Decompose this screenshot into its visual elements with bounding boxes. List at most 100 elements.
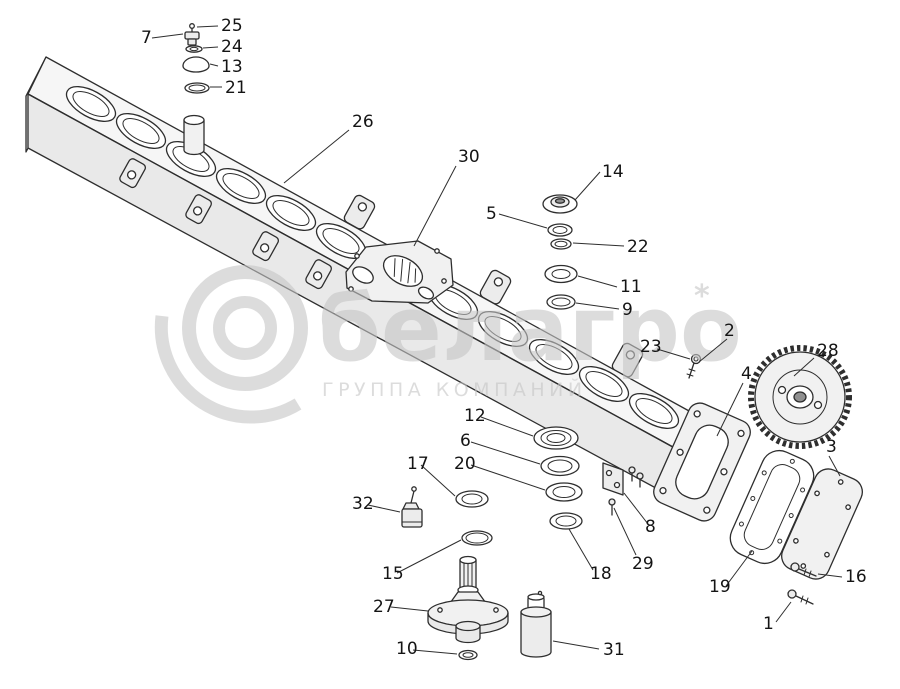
callout-label-16: 16 [845, 567, 867, 587]
part-ring-5 [547, 223, 573, 237]
part-bottle-32 [401, 486, 423, 528]
part-washer-24 [185, 45, 203, 53]
part-ring-20 [545, 482, 583, 502]
callout-label-7: 7 [141, 28, 152, 48]
part-bearing-11 [544, 264, 578, 284]
callout-label-11: 11 [620, 277, 642, 297]
watermark-subtitle-text: ГРУППА КОМПАНИЙ [322, 378, 587, 401]
callout-label-6: 6 [460, 431, 471, 451]
callout-32: 32 [352, 494, 401, 514]
callout-20: 20 [454, 454, 546, 491]
mount-tab-lower [305, 259, 332, 290]
part-bolt-16 [790, 562, 817, 578]
mount-tab-lower [252, 231, 279, 262]
callout-1: 1 [763, 601, 792, 634]
callouts: 25 7 24 13 21 26 30 14 5 22 11 9 2 23 4 … [141, 16, 867, 660]
top-plate-30 [345, 240, 454, 304]
callout-label-28: 28 [817, 341, 839, 361]
part-cap-14 [542, 194, 578, 214]
mount-tab-upper [479, 269, 512, 305]
callout-15: 15 [382, 539, 462, 584]
callout-label-23: 23 [640, 337, 662, 357]
part-ring-21 [184, 82, 210, 94]
callout-label-29: 29 [632, 554, 654, 574]
callout-4: 4 [716, 364, 752, 437]
callout-9: 9 [575, 300, 633, 320]
callout-label-32: 32 [352, 494, 374, 514]
watermark: белагро * ГРУППА КОМПАНИЙ [154, 265, 742, 424]
part-bolt-1 [787, 589, 814, 605]
callout-23: 23 [640, 337, 691, 360]
callout-3: 3 [826, 437, 841, 477]
part-spray-can-31 [520, 590, 552, 658]
callout-25: 25 [196, 16, 243, 36]
callout-label-13: 13 [221, 57, 243, 77]
callout-label-14: 14 [602, 162, 624, 182]
callout-2: 2 [698, 321, 735, 363]
part-ring-22 [550, 238, 572, 250]
watermark-swoosh [154, 315, 302, 424]
watermark-asterisk: * [694, 279, 710, 314]
callout-31: 31 [552, 640, 625, 660]
callout-label-31: 31 [603, 640, 625, 660]
part-ring-9 [546, 294, 576, 310]
mount-tab-upper [343, 194, 376, 230]
part-washer-15 [461, 530, 493, 546]
callout-18: 18 [568, 528, 612, 584]
part-screw-2 [686, 353, 702, 379]
callout-label-26: 26 [352, 112, 374, 132]
callout-label-24: 24 [221, 37, 243, 57]
callout-label-21: 21 [225, 78, 247, 98]
part-ring-17 [455, 490, 489, 508]
callout-24: 24 [202, 37, 243, 57]
callout-26: 26 [283, 112, 374, 184]
callout-14: 14 [574, 162, 624, 201]
callout-label-27: 27 [373, 597, 395, 617]
callout-label-3: 3 [826, 437, 837, 457]
callout-label-8: 8 [645, 517, 656, 537]
callout-16: 16 [817, 567, 867, 587]
mount-tab-lower [185, 194, 212, 225]
part-bolt-29 [608, 498, 616, 516]
callout-8: 8 [623, 492, 656, 537]
spacer-cylinder [183, 114, 205, 156]
callout-label-5: 5 [486, 204, 497, 224]
callout-label-12: 12 [464, 406, 486, 426]
callout-label-19: 19 [709, 577, 731, 597]
callout-label-30: 30 [458, 147, 480, 167]
part-ring-10 [458, 649, 478, 661]
callout-11: 11 [577, 275, 642, 297]
callout-6: 6 [460, 431, 541, 465]
callout-label-1: 1 [763, 614, 774, 634]
beam-housing [25, 56, 701, 501]
callout-28: 28 [793, 341, 839, 377]
callout-27: 27 [373, 597, 429, 617]
callout-17: 17 [407, 454, 456, 497]
part-spindle-27 [427, 555, 509, 644]
part-grease-fitting-7 [184, 31, 200, 46]
callout-label-17: 17 [407, 454, 429, 474]
part-bracket-8 [602, 462, 644, 496]
part-pin-25 [189, 23, 195, 29]
callout-29: 29 [613, 507, 654, 574]
callout-label-9: 9 [622, 300, 633, 320]
callout-label-2: 2 [724, 321, 735, 341]
callout-19: 19 [709, 550, 753, 597]
watermark-brand-text: белагро [318, 277, 742, 382]
part-cap-13 [182, 56, 210, 73]
callout-label-18: 18 [590, 564, 612, 584]
part-cover-plate-3 [781, 468, 863, 580]
part-gear-28 [748, 345, 852, 449]
part-ring-6 [540, 455, 580, 477]
callout-10: 10 [396, 639, 458, 659]
cap-stack-left [182, 23, 210, 94]
callout-label-10: 10 [396, 639, 418, 659]
part-bearing-12 [533, 426, 579, 450]
callout-22: 22 [572, 237, 649, 257]
watermark-outer-ring [182, 265, 308, 391]
seal-stack-lower [455, 426, 583, 546]
part-ring-18 [549, 512, 583, 530]
callout-label-15: 15 [382, 564, 404, 584]
